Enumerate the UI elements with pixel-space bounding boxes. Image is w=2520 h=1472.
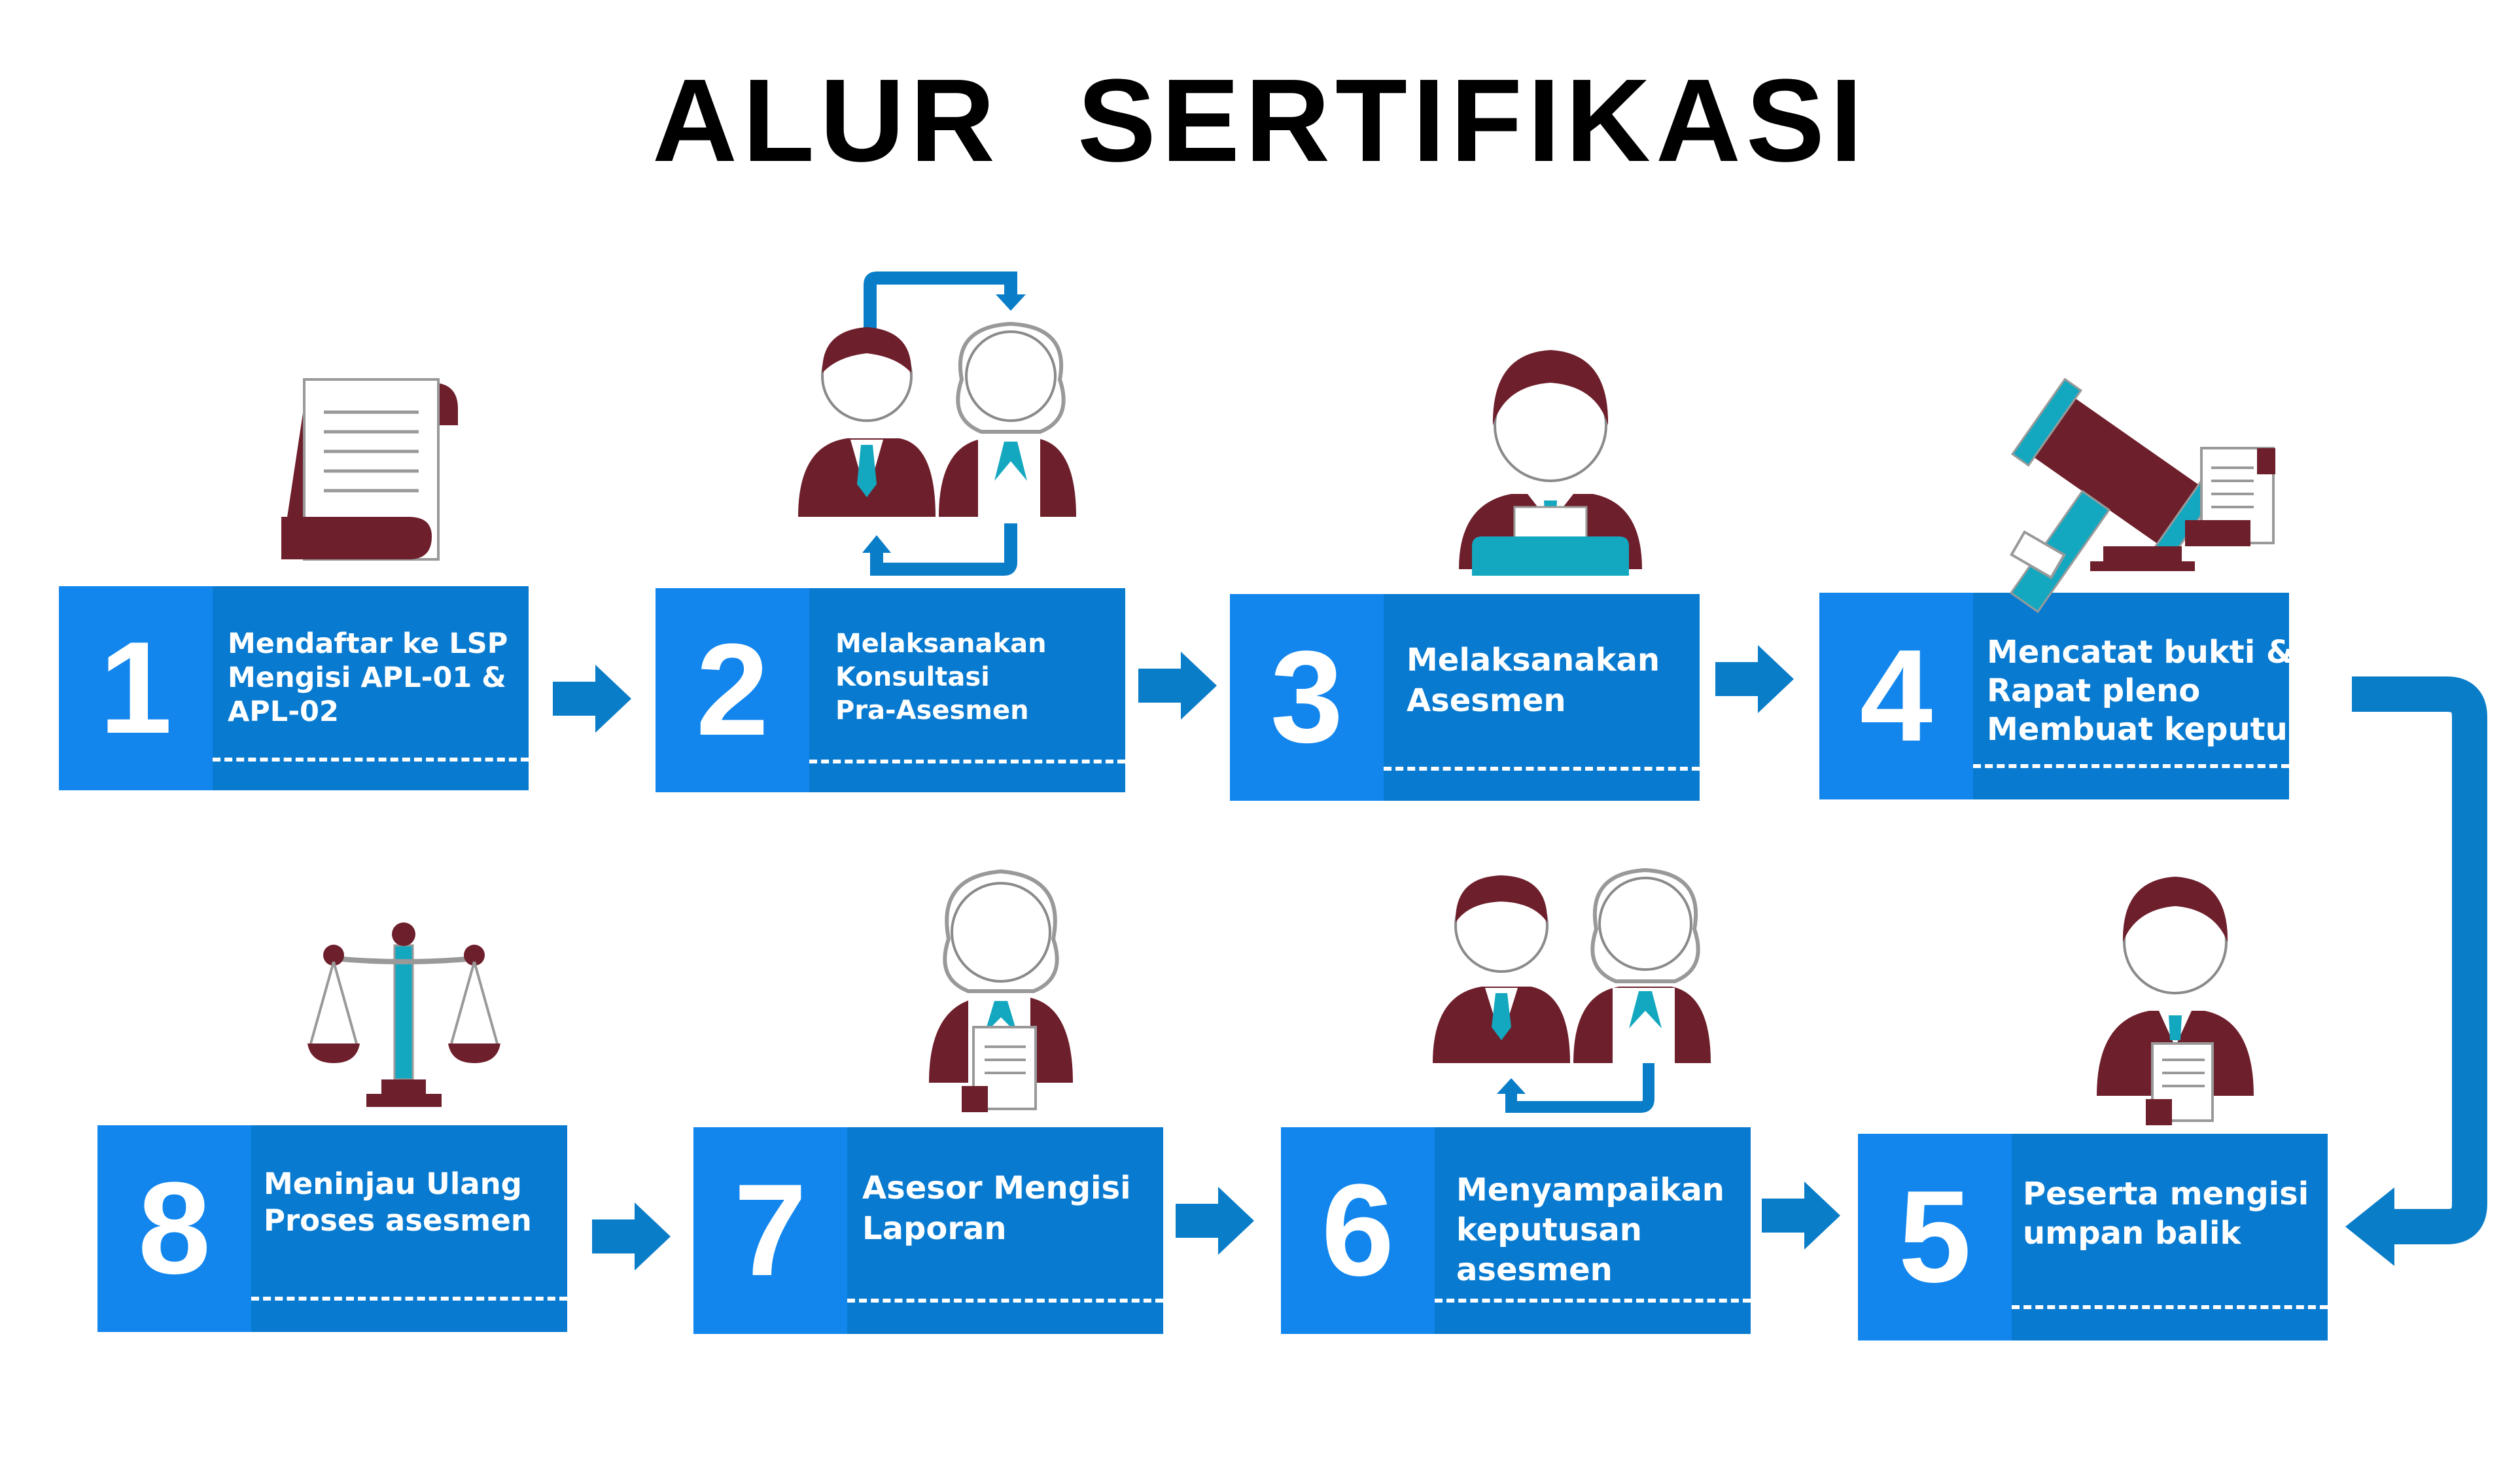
step-number: 7	[693, 1127, 847, 1334]
step-text-line: asesmen	[1456, 1252, 1613, 1288]
step-text-line: APL-02	[228, 695, 339, 728]
step-text: Meninjau Ulang Proses asesmen	[264, 1166, 555, 1239]
step-6-card: 6 Menyampaikan keputusan asesmen	[1281, 1127, 1751, 1334]
step-text-line: Mendaftar ke LSP	[228, 627, 508, 660]
dashed-underline	[1973, 764, 2289, 768]
flow-arrow-1-2	[553, 665, 631, 733]
step-text-line: Melaksanakan	[835, 629, 1047, 659]
step-3-card: 3 Melaksanakan Asesmen	[1230, 594, 1700, 801]
consultation-people-icon	[798, 272, 1076, 576]
step-4-card: 4 Mencatat bukti & Rapat pleno Membuat k…	[1819, 593, 2350, 799]
step-2-card: 2 Melaksanakan Konsultasi Pra-Asesmen	[656, 588, 1125, 792]
step-1-card: 1 Mendaftar ke LSP Mengisi APL-01 & APL-…	[59, 586, 529, 790]
step-text-line: Peserta mengisi	[2023, 1176, 2309, 1212]
step-number: 3	[1230, 594, 1384, 801]
gavel-document-icon	[2009, 377, 2275, 614]
step-text-line: umpan balik	[2023, 1215, 2241, 1252]
flow-arrow-8-7	[592, 1202, 671, 1270]
step-text-line: Meninjau Ulang	[264, 1166, 522, 1201]
flow-arrow-2-3	[1138, 652, 1217, 720]
step-number: 2	[656, 588, 809, 792]
step-7-card: 7 Asesor Mengisi Laporan	[693, 1127, 1163, 1334]
flow-connector-4-5	[2345, 676, 2487, 1266]
step-text: Menyampaikan keputusan asesmen	[1456, 1170, 1739, 1290]
page-title: ALUR SERTIFIKASI	[652, 55, 1868, 186]
step-text-line: Rapat pleno	[1987, 673, 2201, 709]
step-8-card: 8 Meninjau Ulang Proses asesmen	[97, 1125, 567, 1332]
assessor-at-desk-icon	[1459, 350, 1642, 576]
step-5-card: 5 Peserta mengisi umpan balik	[1858, 1134, 2328, 1341]
step-text-line: Mengisi APL-01 &	[228, 661, 506, 694]
dashed-underline	[2012, 1305, 2328, 1309]
step-text: Mendaftar ke LSP Mengisi APL-01 & APL-02	[228, 627, 517, 729]
step-number: 6	[1281, 1127, 1435, 1334]
step-number: 8	[97, 1125, 251, 1332]
step-text: Peserta mengisi umpan balik	[2023, 1174, 2316, 1253]
step-text: Asesor Mengisi Laporan	[862, 1168, 1151, 1249]
step-text-line: Konsultasi	[835, 662, 990, 692]
step-text-line: Laporan	[862, 1210, 1007, 1247]
dashed-underline	[847, 1299, 1163, 1303]
step-number: 5	[1858, 1134, 2012, 1341]
step-text-line: Pra-Asesmen	[835, 695, 1029, 726]
step-text: Melaksanakan Asesmen	[1407, 640, 1688, 721]
step-text-line: Mencatat bukti &	[1987, 634, 2294, 671]
step-text-line: Menyampaikan	[1456, 1172, 1724, 1208]
dashed-underline	[251, 1297, 567, 1301]
step-text-line: Proses asesmen	[264, 1203, 532, 1238]
flow-arrow-6-5	[1762, 1182, 1840, 1250]
step-number: 1	[59, 586, 213, 790]
document-scroll-icon	[281, 378, 458, 561]
step-number: 4	[1819, 593, 1973, 799]
step-text-line: Melaksanakan	[1407, 642, 1660, 678]
dashed-underline	[1384, 767, 1700, 771]
dashed-underline	[213, 758, 529, 762]
step-text-line: keputusan	[1456, 1212, 1642, 1248]
flow-arrow-3-4	[1715, 645, 1794, 713]
assessor-report-icon	[929, 869, 1073, 1112]
flow-arrow-7-6	[1176, 1187, 1254, 1255]
participant-feedback-icon	[2097, 877, 2254, 1125]
step-text-line: Asesor Mengisi	[862, 1170, 1131, 1206]
dashed-underline	[809, 760, 1125, 763]
step-text: Melaksanakan Konsultasi Pra-Asesmen	[835, 627, 1113, 727]
decision-meeting-icon	[1433, 867, 1711, 1113]
dashed-underline	[1435, 1299, 1751, 1303]
justice-scale-icon	[307, 922, 500, 1107]
step-text-line: Asesmen	[1407, 682, 1566, 719]
